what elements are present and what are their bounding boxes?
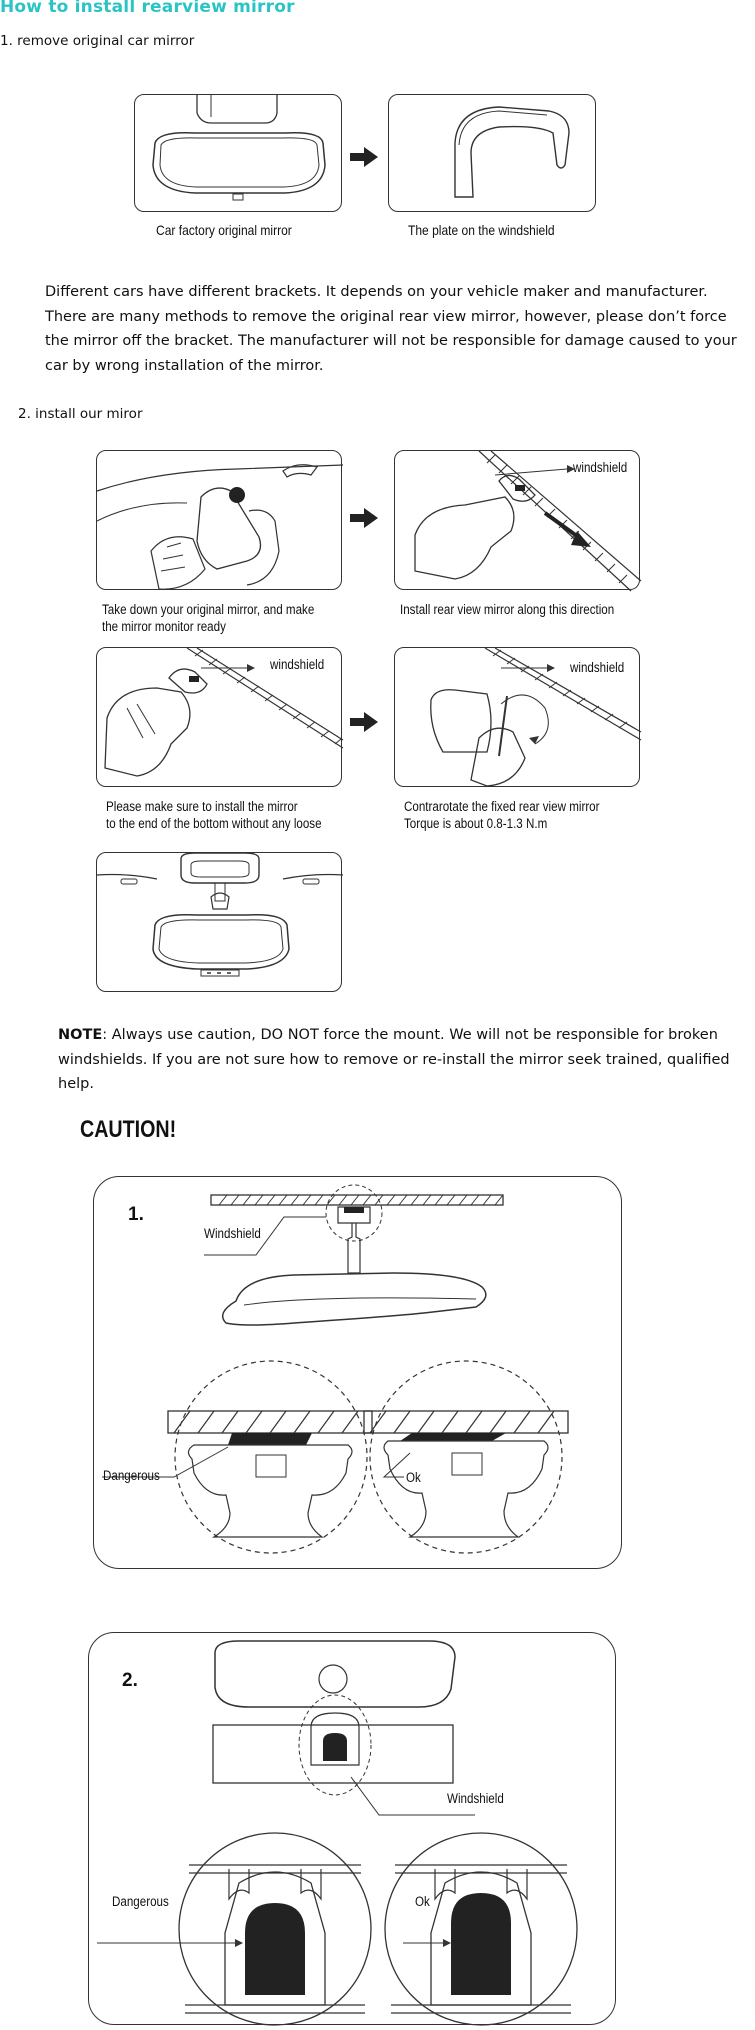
caption-install-direction: Install rear view mirror along this dire…: [400, 602, 615, 617]
caption-line: Torque is about 0.8-1.3 N.m: [404, 816, 548, 831]
caption-line: to the end of the bottom without any loo…: [106, 816, 322, 831]
windshield-label: windshield: [573, 460, 628, 475]
install-direction-illustration: [414, 450, 642, 592]
info-paragraph: Different cars have different brackets. …: [45, 280, 737, 378]
note-line: windshields. If you are not sure how to …: [58, 1051, 730, 1093]
caption-line: Take down your original mirror, and make: [102, 602, 315, 617]
paragraph-line: car by wrong installation of the mirror.: [45, 357, 324, 374]
hands-holding-mirror-illustration: [96, 464, 344, 590]
windshield-label: windshield: [570, 660, 625, 675]
caption-take-down: Take down your original mirror, and make…: [102, 601, 314, 635]
ok-label: Ok: [415, 1894, 430, 1909]
caption-line: Please make sure to install the mirror: [106, 799, 298, 814]
panel-install-to-end: [96, 647, 344, 787]
caution-number-2: 2.: [122, 1670, 138, 1691]
dangerous-label: Dangerous: [103, 1468, 160, 1483]
arrow-right-icon: [350, 147, 378, 167]
paragraph-line: There are many methods to remove the ori…: [45, 308, 727, 325]
original-mirror-illustration: [152, 95, 326, 201]
caution-panel-2: [88, 1632, 616, 2026]
caution-2-illustration: [97, 1640, 578, 2026]
caution-number-1: 1.: [128, 1204, 144, 1225]
windshield-plate-illustration: [454, 106, 570, 198]
note-paragraph: NOTE: Always use caution, DO NOT force t…: [58, 1023, 755, 1097]
windshield-label: Windshield: [204, 1226, 261, 1241]
installed-mirror-illustration: [96, 852, 344, 977]
caption-line: the mirror monitor ready: [102, 619, 226, 634]
dangerous-label: Dangerous: [112, 1894, 169, 1909]
arrow-right-icon: [350, 508, 378, 528]
windshield-plate-panel: [388, 94, 596, 212]
step-2-heading: 2. install our miror: [18, 406, 143, 422]
paragraph-line: Different cars have different brackets. …: [45, 284, 708, 300]
caption-windshield-plate: The plate on the windshield: [408, 222, 555, 238]
caution-1-illustration: [102, 1184, 569, 1554]
step-1-heading: 1. remove original car mirror: [0, 33, 195, 49]
caption-original-mirror: Car factory original mirror: [156, 222, 292, 238]
caption-contrarotate: Contrarotate the fixed rear view mirror …: [404, 798, 600, 832]
caution-heading: CAUTION!: [80, 1116, 177, 1143]
caption-line: Contrarotate the fixed rear view mirror: [404, 799, 600, 814]
caption-install-to-end: Please make sure to install the mirror t…: [106, 798, 322, 832]
ok-label: Ok: [406, 1470, 421, 1485]
note-line: : Always use caution, DO NOT force the m…: [102, 1027, 718, 1043]
panel-take-down-mirror: [96, 450, 344, 590]
windshield-label: windshield: [270, 657, 325, 672]
panel-contrarotate: [394, 647, 642, 787]
arrow-right-icon: [350, 712, 378, 732]
page-title: How to install rearview mirror: [0, 0, 295, 17]
original-mirror-panel: [134, 94, 342, 212]
paragraph-line: the mirror off the bracket. The manufact…: [45, 333, 737, 349]
windshield-label: Windshield: [447, 1791, 504, 1806]
caution-panel-1: [93, 1176, 622, 1569]
install-to-end-illustration: [104, 647, 344, 777]
panel-installed-mirror: [96, 852, 344, 992]
note-label: NOTE: [58, 1027, 103, 1043]
contrarotate-illustration: [430, 647, 642, 787]
panel-install-direction: [394, 450, 642, 592]
